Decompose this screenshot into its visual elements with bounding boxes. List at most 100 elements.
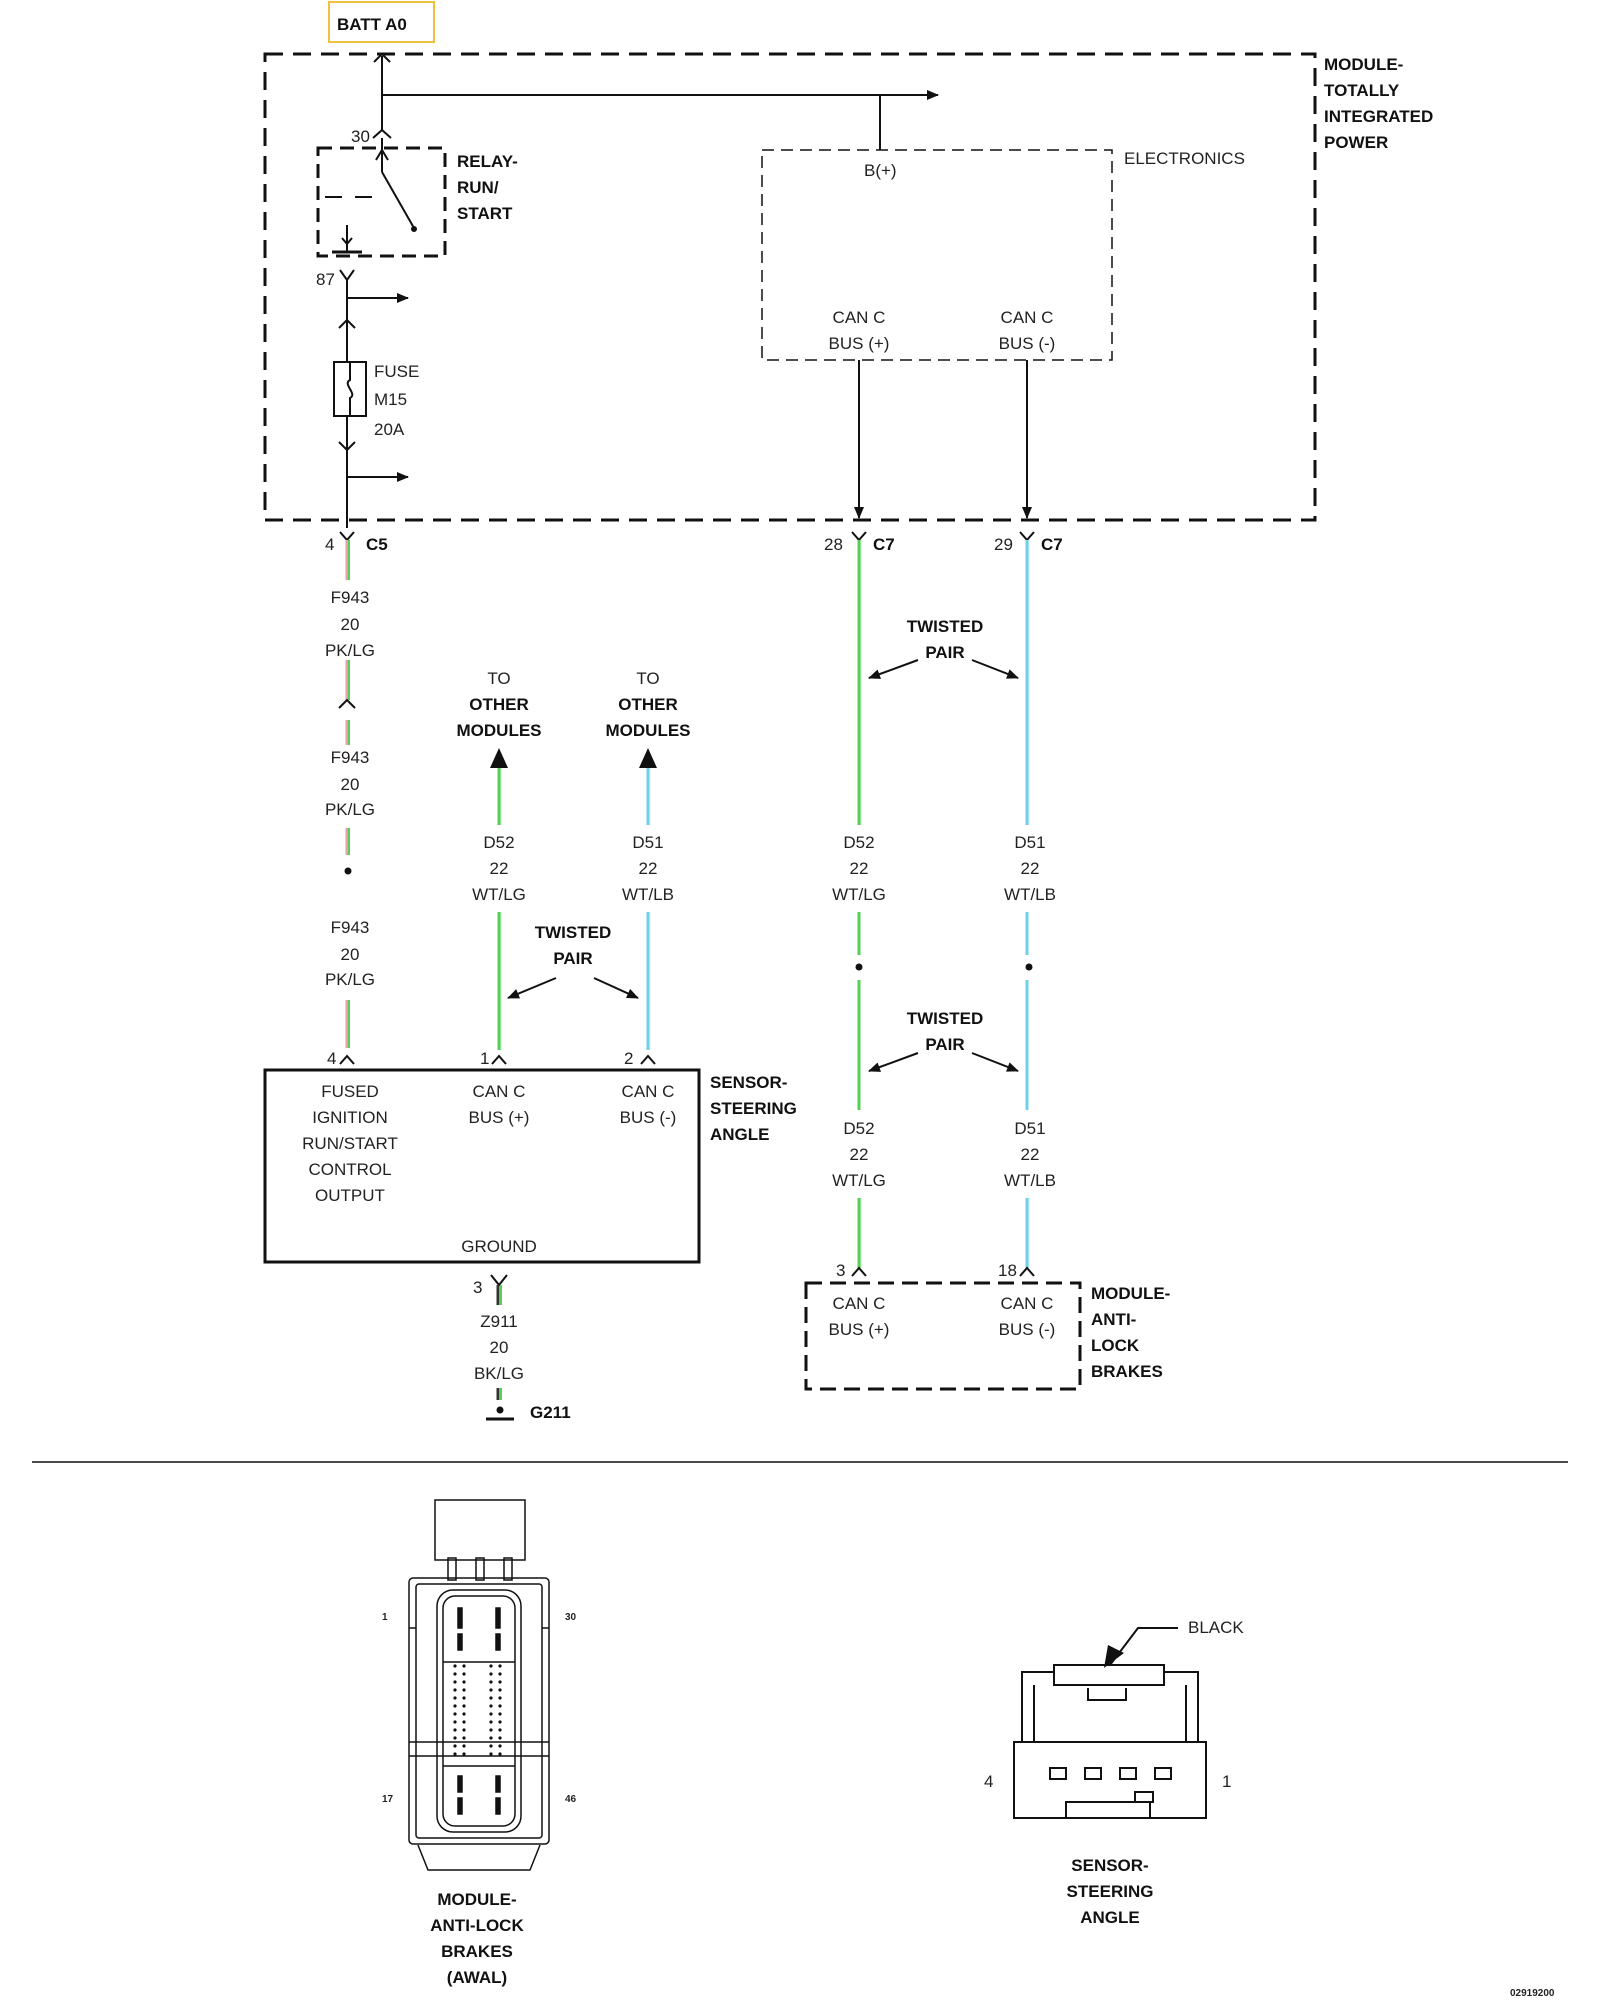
svg-text:IGNITION: IGNITION — [312, 1108, 388, 1127]
svg-text:22: 22 — [1021, 859, 1040, 878]
svg-text:BUS (-): BUS (-) — [620, 1108, 677, 1127]
pin-dot — [498, 1672, 502, 1676]
svg-text:PAIR: PAIR — [925, 643, 964, 662]
svg-text:MODULES: MODULES — [457, 721, 542, 740]
svg-text:RUN/START: RUN/START — [302, 1134, 398, 1153]
sas-module-box — [263, 1068, 701, 1264]
svg-text:BUS (-): BUS (-) — [999, 334, 1056, 353]
svg-text:4: 4 — [984, 1772, 993, 1791]
relay-contact — [411, 226, 417, 232]
pin-87-mark — [339, 269, 355, 282]
sas-module-title: SENSOR- STEERING ANGLE — [710, 1073, 797, 1144]
wire-z911-label: Z911 20 BK/LG — [474, 1312, 524, 1383]
svg-text:CAN C: CAN C — [1001, 1294, 1054, 1313]
electronics-can-plus: CAN C BUS (+) — [829, 308, 890, 353]
sas-connector-view — [1013, 1664, 1207, 1819]
pin-dot — [489, 1712, 493, 1716]
svg-text:WT/LB: WT/LB — [622, 885, 674, 904]
electronics-label: ELECTRONICS — [1124, 149, 1245, 168]
svg-text:D52: D52 — [843, 833, 874, 852]
pin-dot — [462, 1728, 466, 1732]
pin-dot — [453, 1696, 457, 1700]
pin-dot — [453, 1664, 457, 1668]
pin-dot — [489, 1752, 493, 1756]
pin-dot — [453, 1712, 457, 1716]
electronics-can-minus: CAN C BUS (-) — [999, 308, 1056, 353]
pin-dot — [489, 1728, 493, 1732]
svg-text:ANGLE: ANGLE — [1080, 1908, 1140, 1927]
connector-c5: 4 C5 — [325, 531, 388, 554]
batt-box — [328, 1, 435, 43]
svg-text:F943: F943 — [331, 588, 370, 607]
svg-text:2: 2 — [624, 1049, 633, 1068]
pin-dot — [489, 1744, 493, 1748]
svg-text:LOCK: LOCK — [1091, 1336, 1140, 1355]
svg-text:CAN C: CAN C — [622, 1082, 675, 1101]
svg-text:PK/LG: PK/LG — [325, 800, 375, 819]
svg-text:17: 17 — [382, 1794, 394, 1805]
pin-dot — [498, 1680, 502, 1684]
svg-text:BLACK: BLACK — [1188, 1618, 1244, 1637]
wire-f943-label-2: F943 20 PK/LG — [325, 748, 375, 819]
svg-text:OTHER: OTHER — [618, 695, 678, 714]
pin-dot — [489, 1688, 493, 1692]
wire-d52-sas-label: D52 22 WT/LG — [472, 833, 526, 904]
relay-box — [316, 146, 447, 258]
pin-30: 30 — [351, 127, 370, 146]
pin-dot — [498, 1704, 502, 1708]
wire-d52-abs-label-2: D52 22 WT/LG — [832, 1119, 886, 1190]
relay-switch — [325, 138, 415, 254]
svg-text:D52: D52 — [483, 833, 514, 852]
pin-dot — [489, 1720, 493, 1724]
svg-text:22: 22 — [850, 859, 869, 878]
pin-dot — [489, 1696, 493, 1700]
svg-text:PK/LG: PK/LG — [325, 970, 375, 989]
svg-text:46: 46 — [565, 1794, 577, 1805]
abs-connector-caption: MODULE- ANTI-LOCK BRAKES (AWAL) — [430, 1890, 524, 1987]
pin-dot — [489, 1680, 493, 1684]
pin-dot — [498, 1696, 502, 1700]
sas-connector-caption: SENSOR- STEERING ANGLE — [1067, 1856, 1154, 1927]
pin-dot — [462, 1696, 466, 1700]
svg-text:18: 18 — [998, 1261, 1017, 1280]
svg-text:MODULE-: MODULE- — [1091, 1284, 1170, 1303]
pin-dot — [489, 1704, 493, 1708]
svg-text:RELAY-: RELAY- — [457, 152, 518, 171]
svg-text:D52: D52 — [843, 1119, 874, 1138]
pin-dot — [498, 1736, 502, 1740]
svg-text:G211: G211 — [530, 1403, 571, 1422]
svg-text:SENSOR-: SENSOR- — [1071, 1856, 1148, 1875]
pin-dot — [498, 1688, 502, 1692]
wire-d52-abs — [855, 540, 863, 1268]
svg-text:CAN C: CAN C — [473, 1082, 526, 1101]
svg-text:20: 20 — [341, 945, 360, 964]
svg-text:1: 1 — [480, 1049, 489, 1068]
svg-text:MODULE-: MODULE- — [1324, 55, 1403, 74]
pin-dot — [462, 1720, 466, 1724]
wire-d51-abs-label-1: D51 22 WT/LB — [1004, 833, 1056, 904]
svg-text:WT/LG: WT/LG — [832, 885, 886, 904]
svg-text:3: 3 — [473, 1278, 482, 1297]
svg-text:CAN C: CAN C — [1001, 308, 1054, 327]
pin-dot — [453, 1744, 457, 1748]
svg-text:M15: M15 — [374, 390, 407, 409]
svg-text:4: 4 — [325, 535, 334, 554]
svg-text:PAIR: PAIR — [925, 1035, 964, 1054]
pin-dot — [498, 1712, 502, 1716]
abs-pins: 3 18 — [836, 1261, 1035, 1280]
svg-text:22: 22 — [1021, 1145, 1040, 1164]
svg-text:WT/LG: WT/LG — [472, 885, 526, 904]
pin-dot — [453, 1688, 457, 1692]
pin-dot — [498, 1744, 502, 1748]
svg-text:C7: C7 — [1041, 535, 1063, 554]
pin-87: 87 — [316, 270, 335, 289]
svg-text:22: 22 — [850, 1145, 869, 1164]
svg-text:20: 20 — [490, 1338, 509, 1357]
to-other-modules-1: TO OTHER MODULES — [457, 669, 542, 740]
svg-text:PAIR: PAIR — [553, 949, 592, 968]
abs-module-title: MODULE- ANTI- LOCK BRAKES — [1091, 1284, 1170, 1381]
pin-30-mark — [372, 128, 392, 139]
svg-text:28: 28 — [824, 535, 843, 554]
abs-can-minus: CAN C BUS (-) — [999, 1294, 1056, 1339]
